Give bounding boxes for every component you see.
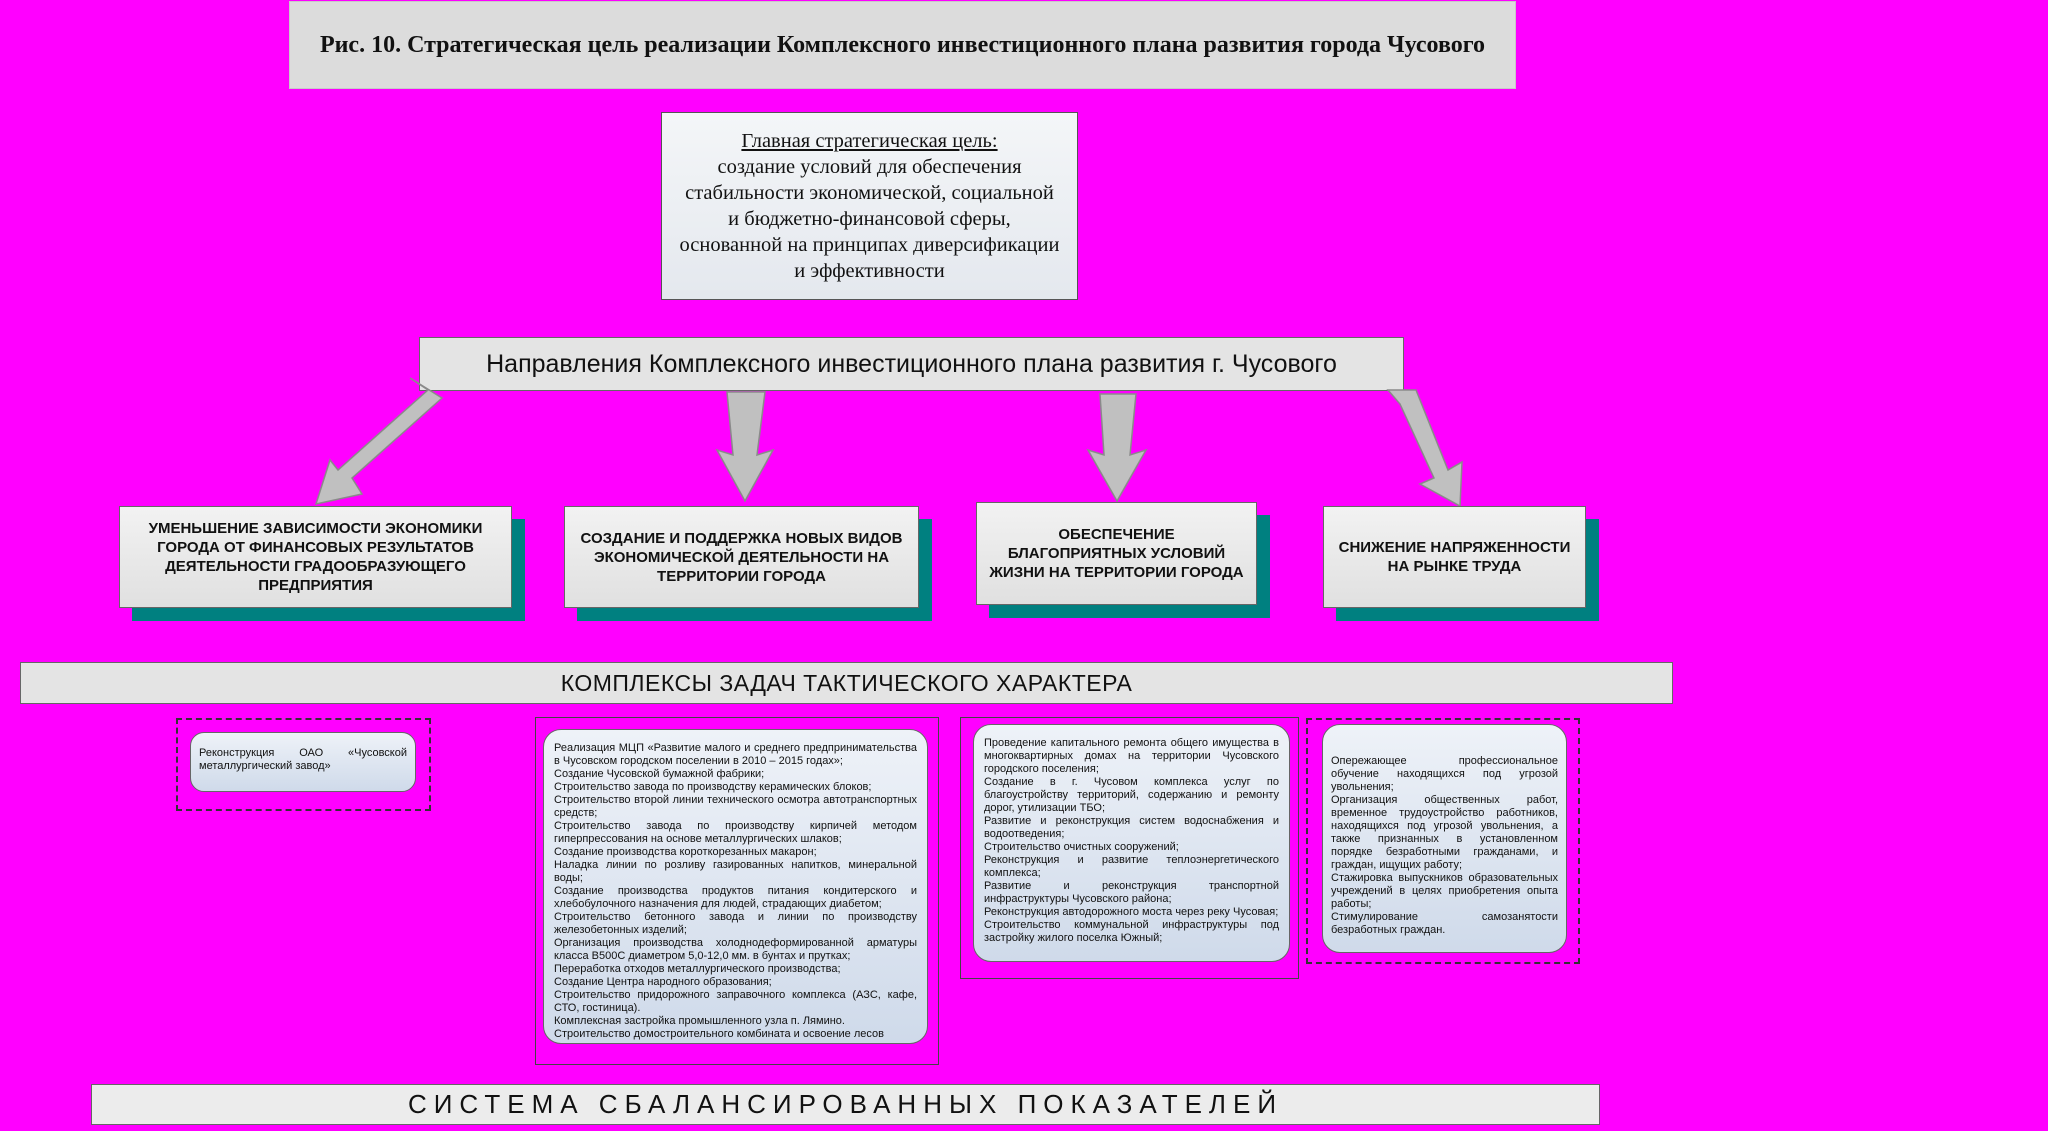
main-goal-line: основанной на принципах диверсификации bbox=[679, 234, 1060, 256]
direction-card-label: СНИЖЕНИЕ НАПРЯЖЕННОСТИ НА РЫНКЕ ТРУДА bbox=[1338, 539, 1571, 575]
arrow-to-direction-1 bbox=[314, 377, 444, 506]
task-item: Реконструкция ОАО «Чусовской металлургич… bbox=[199, 747, 407, 772]
task-group-2-frame bbox=[535, 717, 939, 1065]
task-item: Стимулирование самозанятости безработных… bbox=[1331, 911, 1558, 936]
task-item: Проведение капитального ремонта общего и… bbox=[984, 737, 1279, 775]
arrow-to-direction-2 bbox=[715, 391, 775, 503]
task-item: Реализация МЦП «Развитие малого и средне… bbox=[554, 742, 917, 767]
tactics-header: КОМПЛЕКСЫ ЗАДАЧ ТАКТИЧЕСКОГО ХАРАКТЕРА bbox=[20, 662, 1673, 704]
task-item: Создание производства короткорезанных ма… bbox=[554, 846, 817, 858]
main-goal-line: и эффективности bbox=[794, 260, 945, 282]
task-item: Строительство второй линии технического … bbox=[554, 794, 917, 819]
task-item: Создание в г. Чусовом комплекса услуг по… bbox=[984, 776, 1279, 814]
balanced-scorecard-bar: СИСТЕМА СБАЛАНСИРОВАННЫХ ПОКАЗАТЕЛЕЙ bbox=[91, 1084, 1600, 1125]
main-goal-line: и бюджетно-финансовой сферы, bbox=[728, 208, 1011, 230]
task-item: Наладка линии по розливу газированных на… bbox=[554, 859, 917, 884]
main-goal-line: создание условий для обеспечения bbox=[717, 156, 1022, 178]
task-item: Реконструкция и развитие теплоэнергетиче… bbox=[984, 854, 1279, 879]
task-item: Переработка отходов металлургического пр… bbox=[554, 963, 841, 975]
task-item: Создание производства продуктов питания … bbox=[554, 885, 917, 910]
direction-card-label: ОБЕСПЕЧЕНИЕ БЛАГОПРИЯТНЫХ УСЛОВИЙ ЖИЗНИ … bbox=[989, 526, 1244, 581]
task-item: Развитие и реконструкция транспортной ин… bbox=[984, 880, 1279, 905]
task-item: Строительство завода по производству кер… bbox=[554, 781, 872, 793]
task-card-4: Опережающее профессиональное обучение на… bbox=[1322, 724, 1567, 953]
task-card-2: Реализация МЦП «Развитие малого и средне… bbox=[543, 729, 928, 1044]
main-goal-heading: Главная стратегическая цель: bbox=[741, 130, 998, 152]
task-item: Строительство придорожного заправочного … bbox=[554, 989, 917, 1014]
direction-card-2: СОЗДАНИЕ И ПОДДЕРЖКА НОВЫХ ВИДОВ ЭКОНОМИ… bbox=[564, 506, 919, 608]
task-item: Реконструкция автодорожного моста через … bbox=[984, 906, 1279, 918]
task-item: Организация производства холоднодеформир… bbox=[554, 937, 917, 962]
figure-title: Рис. 10. Стратегическая цель реализации … bbox=[289, 1, 1516, 89]
task-item: Организация общественных работ, временно… bbox=[1331, 794, 1558, 871]
task-group-4-frame bbox=[1306, 718, 1580, 964]
main-goal-line: стабильности экономической, социальной bbox=[685, 182, 1054, 204]
direction-card-4: СНИЖЕНИЕ НАПРЯЖЕННОСТИ НА РЫНКЕ ТРУДА bbox=[1323, 506, 1586, 608]
direction-card-3: ОБЕСПЕЧЕНИЕ БЛАГОПРИЯТНЫХ УСЛОВИЙ ЖИЗНИ … bbox=[976, 502, 1257, 605]
task-item: Строительство коммунальной инфраструктур… bbox=[984, 919, 1279, 944]
arrow-to-direction-3 bbox=[1086, 393, 1148, 503]
task-card-3: Проведение капитального ремонта общего и… bbox=[973, 724, 1290, 962]
task-card-1: Реконструкция ОАО «Чусовской металлургич… bbox=[190, 732, 416, 792]
task-item: Строительство домостроительного комбинат… bbox=[554, 1028, 884, 1040]
direction-card-label: УМЕНЬШЕНИЕ ЗАВИСИМОСТИ ЭКОНОМИКИ ГОРОДА … bbox=[148, 520, 483, 594]
directions-header: Направления Комплексного инвестиционного… bbox=[419, 337, 1404, 391]
task-item: Строительство завода по производству кир… bbox=[554, 820, 917, 845]
task-item: Комплексная застройка промышленного узла… bbox=[554, 1015, 845, 1027]
task-group-1-frame bbox=[176, 718, 431, 811]
task-item: Опережающее профессиональное обучение на… bbox=[1331, 755, 1558, 793]
arrow-to-direction-4 bbox=[1386, 389, 1463, 508]
task-item: Строительство бетонного завода и линии п… bbox=[554, 911, 917, 936]
main-goal-box: Главная стратегическая цель: создание ус… bbox=[661, 112, 1078, 300]
direction-card-1: УМЕНЬШЕНИЕ ЗАВИСИМОСТИ ЭКОНОМИКИ ГОРОДА … bbox=[119, 506, 512, 608]
task-item: Строительство очистных сооружений; bbox=[984, 841, 1179, 853]
task-item: Создание Чусовской бумажной фабрики; bbox=[554, 768, 765, 780]
task-item: Создание Центра народного образования; bbox=[554, 976, 772, 988]
direction-card-label: СОЗДАНИЕ И ПОДДЕРЖКА НОВЫХ ВИДОВ ЭКОНОМИ… bbox=[580, 529, 903, 585]
task-item: Стажировка выпускников образовательных у… bbox=[1331, 872, 1558, 910]
task-group-3-frame bbox=[960, 717, 1299, 979]
task-item: Развитие и реконструкция систем водоснаб… bbox=[984, 815, 1279, 840]
